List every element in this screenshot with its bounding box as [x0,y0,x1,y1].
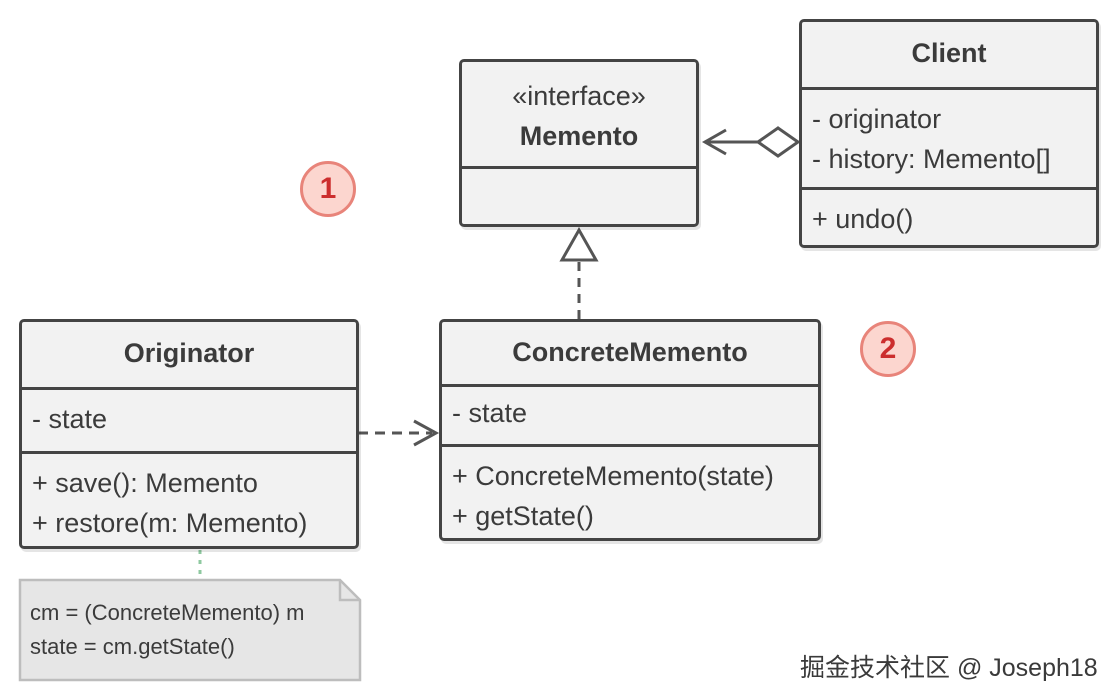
note-line-2: state = cm.getState() [30,634,235,659]
originator-field-state: - state [32,404,108,434]
aggregation-diamond-icon [755,126,801,158]
concrete-memento-class: ConcreteMemento - state + ConcreteMement… [439,319,821,541]
memento-class: «interface» Memento [459,59,699,227]
note-line-1: cm = (ConcreteMemento) m [30,600,305,625]
memento-body [462,166,696,224]
originator-method-save: + save(): Memento [32,468,258,498]
originator-name: Originator [123,338,255,368]
note-text: cm = (ConcreteMemento) m state = cm.getS… [30,596,304,664]
note-card [18,578,362,682]
originator-method-restore: + restore(m: Memento) [32,508,308,538]
realization-concrete-memento [559,226,599,320]
memento-name: Memento [519,121,639,151]
dependency-arrow-icon [413,419,440,447]
client-name: Client [911,38,987,68]
client-methods: + undo() [802,187,1096,245]
concrete-memento-name: ConcreteMemento [512,337,748,367]
watermark: 掘金技术社区 @ Joseph18 [800,654,1098,682]
concrete-memento-method-getstate: + getState() [452,501,594,531]
dependency-originator-concrete [358,419,440,447]
step-badge-2: 2 [860,321,916,377]
client-method-undo: + undo() [812,204,914,234]
originator-methods: + save(): Memento + restore(m: Memento) [22,451,356,546]
client-fields: - originator - history: Memento[] [802,87,1096,187]
client-field-history: - history: Memento[] [812,144,1051,174]
note-fold-icon [338,580,360,602]
concrete-memento-header: ConcreteMemento [442,322,818,384]
concrete-memento-methods: + ConcreteMemento(state) + getState() [442,444,818,538]
client-class: Client - originator - history: Memento[]… [799,19,1099,248]
originator-fields: - state [22,387,356,451]
memento-header: «interface» Memento [462,62,696,166]
originator-class: Originator - state + save(): Memento + r… [19,319,359,549]
client-header: Client [802,22,1096,87]
originator-header: Originator [22,322,356,387]
aggregation-client-memento [701,126,801,158]
step-badge-1: 1 [300,161,356,217]
concrete-memento-method-constructor: + ConcreteMemento(state) [452,461,774,491]
client-field-originator: - originator [812,104,942,134]
concrete-memento-field-state: - state [452,398,528,428]
concrete-memento-fields: - state [442,384,818,444]
memento-stereotype: «interface» [512,81,646,111]
realization-triangle-icon [559,226,599,262]
